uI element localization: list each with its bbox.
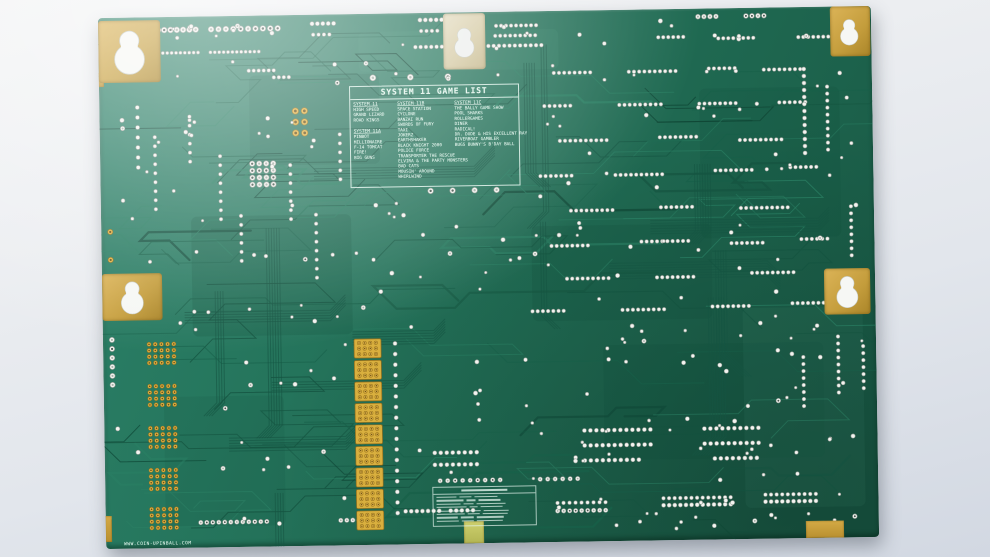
- legend-box-rows: [433, 493, 535, 522]
- keyhole-cutout: [836, 276, 859, 308]
- legend-row: [436, 516, 533, 519]
- silkscreen-game-list: SYSTEM 11 GAME LIST SYSTEM 11 HIGH SPEED…: [348, 83, 527, 189]
- pcb-artwork-layer: [97, 5, 880, 550]
- mounting-keyhole-plate: [823, 268, 871, 315]
- pcb-board: SYSTEM 11 GAME LIST SYSTEM 11 HIGH SPEED…: [97, 5, 880, 550]
- legend-row: [436, 512, 533, 516]
- legend-row: [436, 519, 533, 522]
- game-item: ROAD KINGS: [353, 117, 380, 124]
- keyhole-cutout: [114, 30, 145, 75]
- mounting-keyhole-plate: [101, 273, 163, 322]
- game-item: BUGS BUNNY'S B'DAY BALL: [454, 141, 515, 148]
- legend-row: [436, 509, 533, 512]
- legend-row: [436, 495, 532, 499]
- legend-row: [436, 502, 533, 505]
- keyhole-cutout: [121, 281, 144, 315]
- keyhole-cutout: [840, 19, 859, 46]
- game-item: BIG GUNS: [354, 155, 375, 161]
- legend-row: [436, 505, 533, 509]
- legend-row: [436, 499, 532, 502]
- mounting-keyhole-plate: [829, 5, 871, 57]
- edge-plating-tab: [104, 515, 113, 543]
- keyhole-cutout: [454, 27, 475, 58]
- edge-plating-tab: [805, 520, 845, 539]
- game-item: WHIRLWIND: [398, 174, 422, 180]
- mounting-keyhole-plate: [97, 20, 161, 84]
- silkscreen-website-text: WWW.COIN-UPINBALL.COM: [124, 540, 192, 547]
- mounting-keyhole-plate: [442, 13, 486, 70]
- silkscreen-legend-box: [432, 485, 537, 527]
